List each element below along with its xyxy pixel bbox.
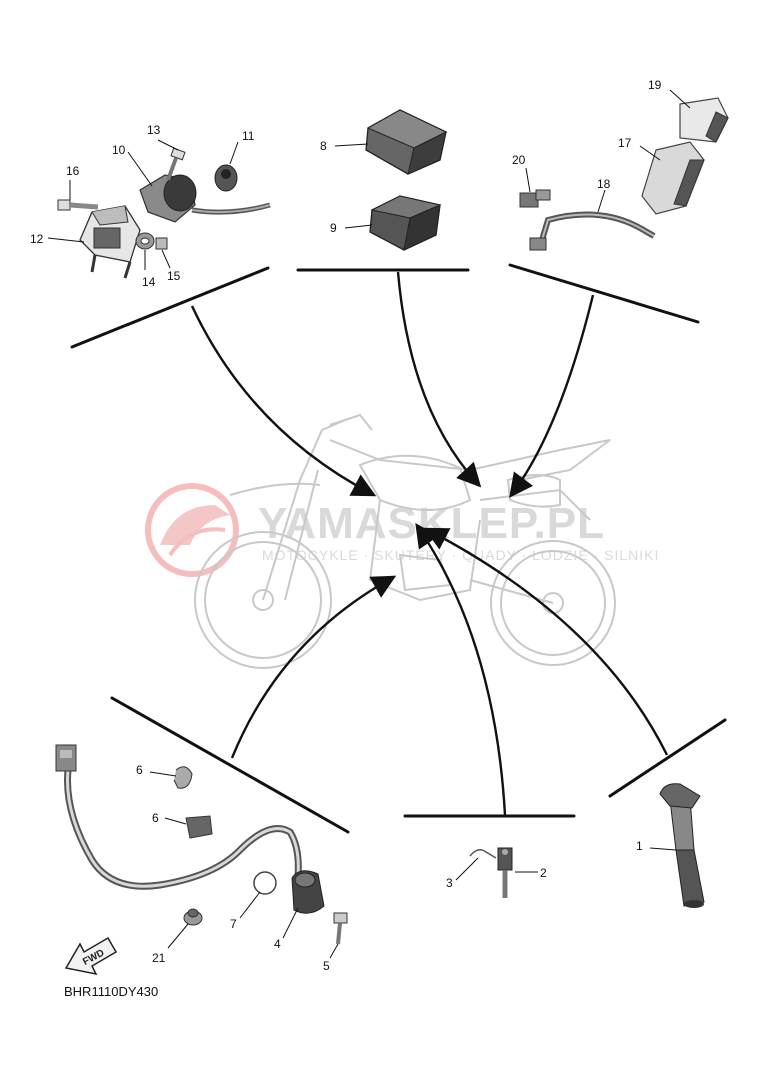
part-14-washer [135,232,155,250]
callout-21: 21 [152,951,166,965]
part-20-connector [519,189,551,208]
callout-5: 5 [323,959,330,973]
bracket-top-left [70,266,270,349]
drawing-code: BHR1110DY430 [64,984,158,999]
group-bottom-center-parts [455,847,538,898]
callout-4: 4 [274,937,281,951]
callout-8: 8 [320,139,327,153]
part-1-cable-grip [659,783,705,908]
arrow-top-center [396,271,482,488]
callout-14: 14 [142,275,156,289]
part-19-cover [679,97,729,143]
part-2-sensor [497,847,513,898]
bracket-bottom-left [110,696,350,834]
arrow-top-right [509,294,595,498]
callout-18: 18 [597,177,611,191]
arrow-bottom-left [230,575,397,759]
group-top-left-parts [47,139,271,279]
group-brackets [70,263,727,834]
part-harness-cable [55,744,302,890]
callout-19: 19 [648,78,662,92]
bracket-bottom-right [608,718,727,798]
part-16-bolt [57,199,99,211]
bracket-top-right [508,263,700,324]
part-11-grommet [214,164,238,192]
group-bottom-right-parts [649,783,705,908]
part-21-grommet [183,908,203,926]
callout-1: 1 [636,839,643,853]
callout-10: 10 [112,143,126,157]
part-3-clip [469,849,497,859]
part-9-ecu-cover [369,195,442,251]
callout-17: 17 [618,136,632,150]
watermark-logo-icon [145,483,239,577]
fwd-arrow-icon: FWD [64,936,118,976]
callout-15: 15 [167,269,181,283]
callout-11: 11 [242,129,255,143]
callout-6b: 6 [152,811,159,825]
callout-labels: 1 2 3 4 5 6 6 7 8 9 10 11 12 13 14 15 16… [30,78,662,973]
part-8-ecu-unit [365,109,448,175]
part-6-clamp-upper [173,766,193,789]
callout-3: 3 [446,876,453,890]
part-18-wire-lead [529,211,656,251]
group-top-center-parts [334,109,448,251]
part-6-clamp-lower [185,815,213,839]
part-17-module [641,141,705,215]
callout-16: 16 [66,164,80,178]
part-4-sensor [291,870,325,914]
arrow-bottom-right [423,527,669,756]
part-10-sensor [139,174,271,223]
callout-20: 20 [512,153,526,167]
callout-6a: 6 [136,763,143,777]
callout-7: 7 [230,917,237,931]
callout-2: 2 [540,866,547,880]
part-13-bolt [166,147,186,181]
callout-9: 9 [330,221,337,235]
arrow-top-left [190,305,377,497]
arrow-bottom-center [415,523,507,816]
part-5-bolt [333,912,348,945]
part-12-bracket [79,205,141,279]
part-15-collar [155,237,168,250]
part-7-o-ring [253,871,277,895]
group-bottom-left-parts [55,744,348,959]
group-top-right-parts [519,89,729,251]
callout-12: 12 [30,232,44,246]
callout-13: 13 [147,123,161,137]
lead-arrows [190,271,669,816]
